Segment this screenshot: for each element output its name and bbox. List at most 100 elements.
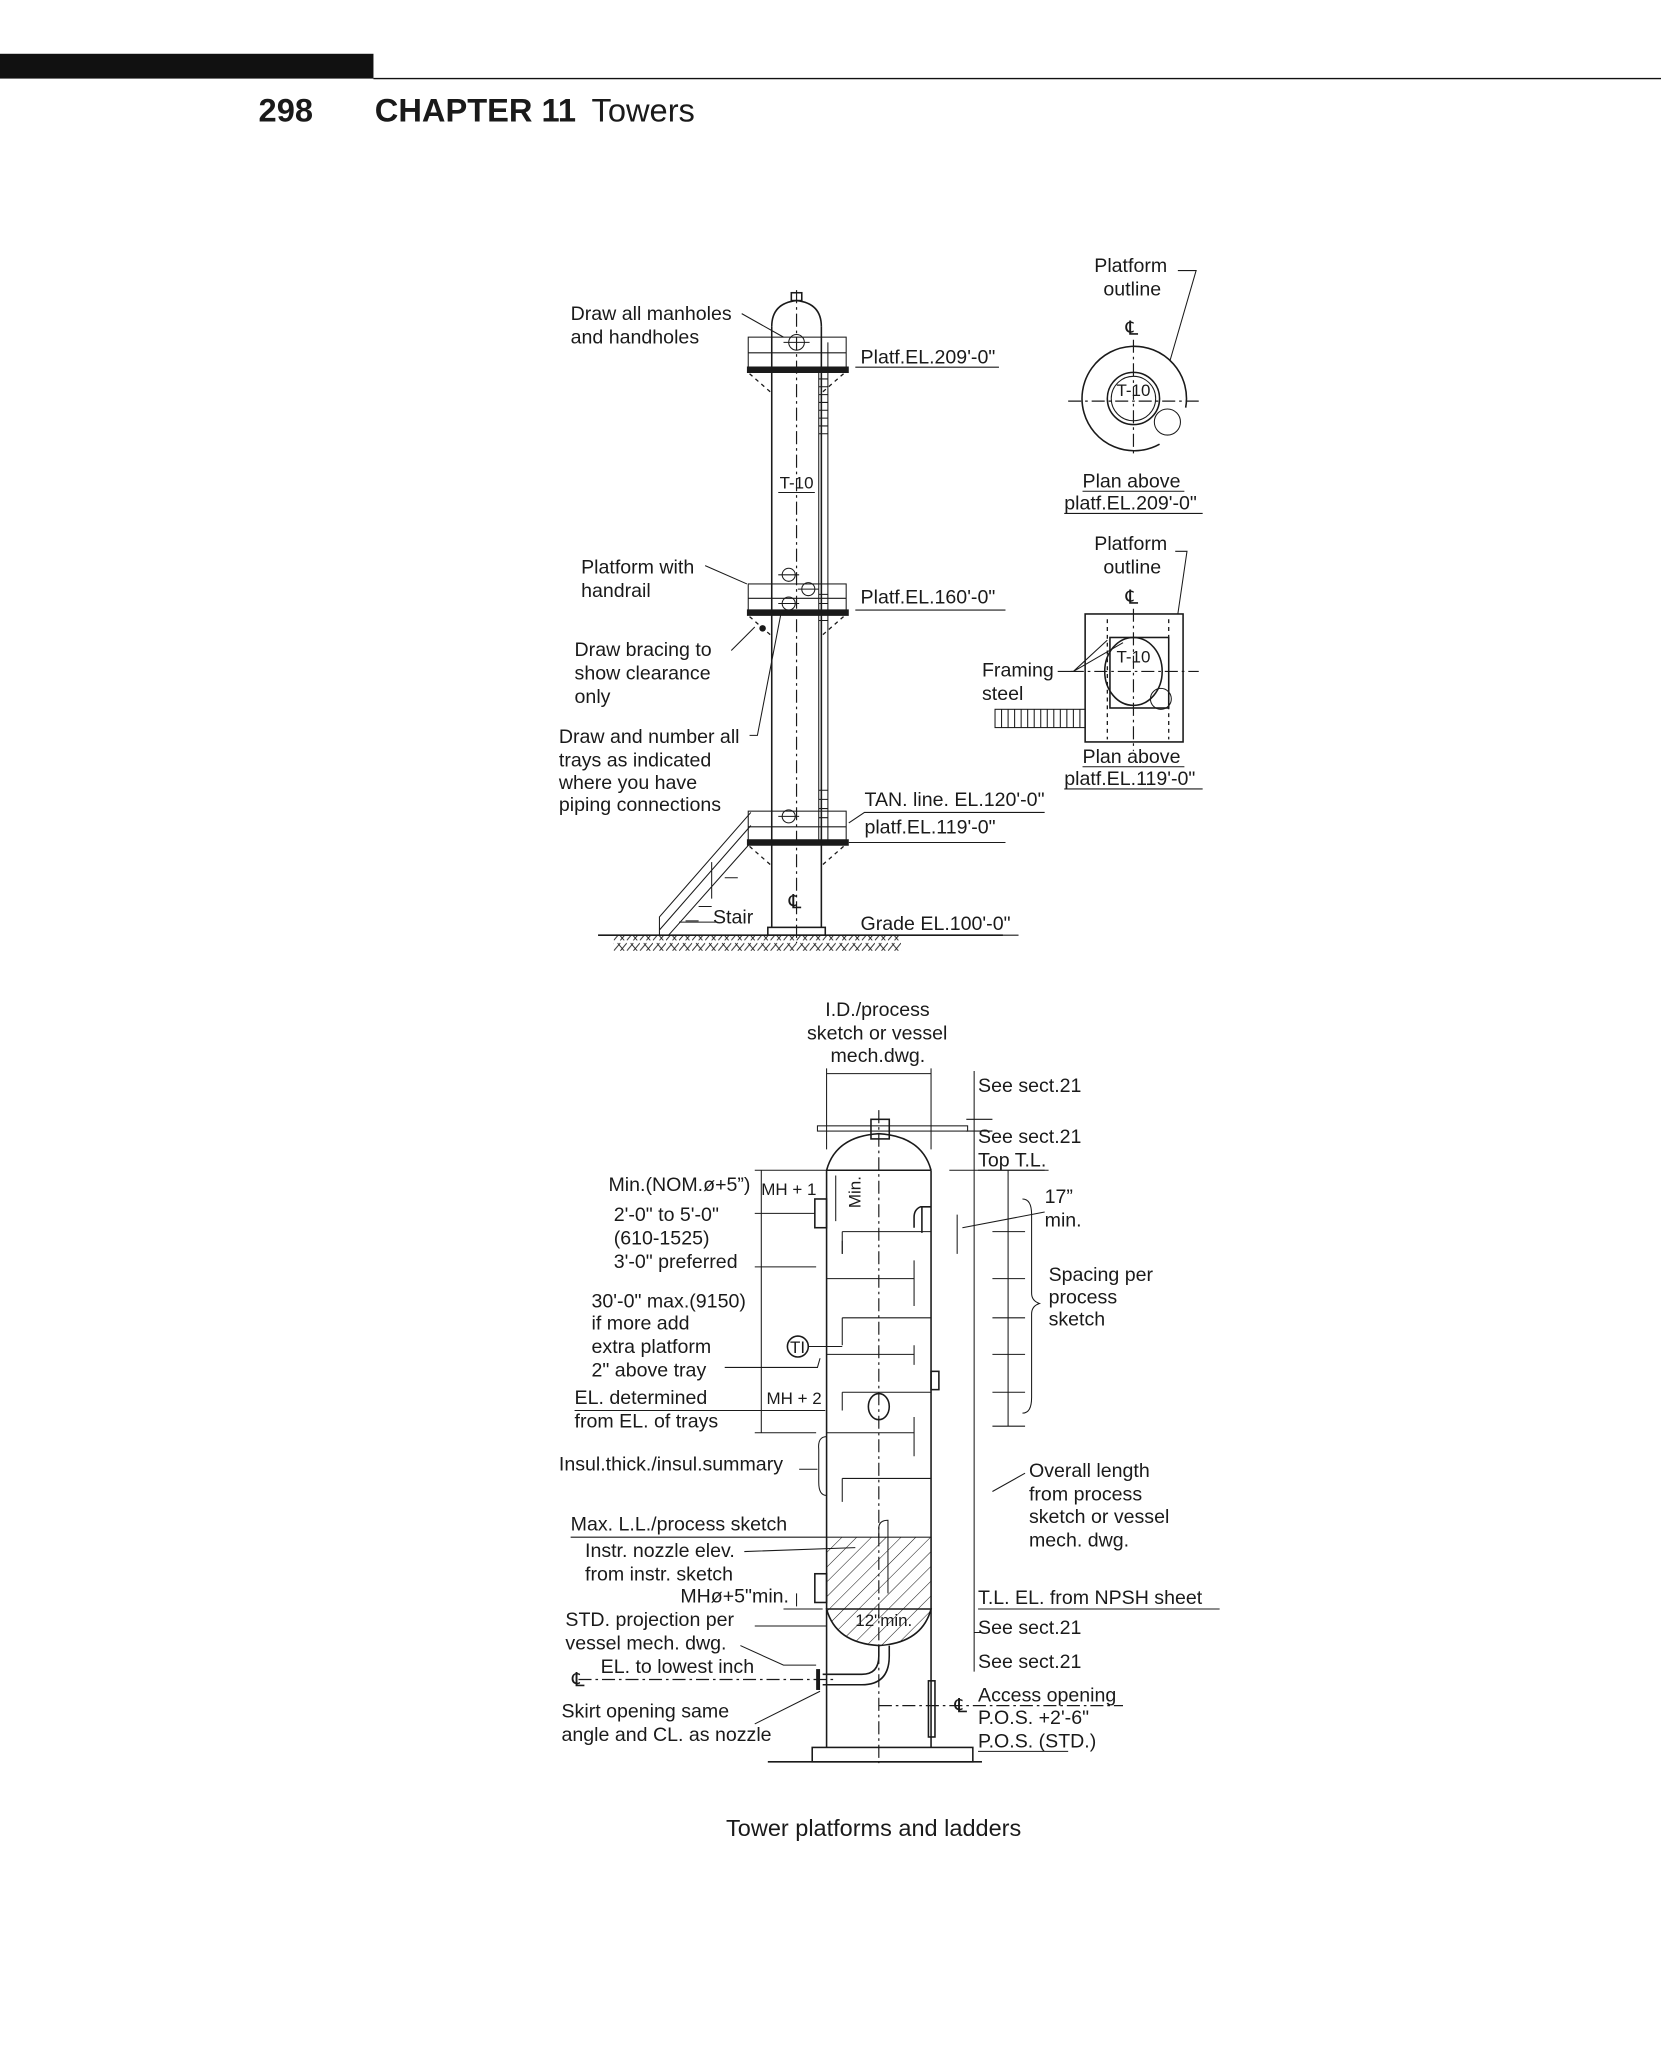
bracing-note-1: Draw bracing to — [575, 639, 712, 661]
outline-leader — [1169, 270, 1197, 361]
side-elbow — [913, 1206, 932, 1233]
ground-hatch — [613, 935, 902, 951]
internal-pipe — [878, 1519, 889, 1594]
access-opening — [927, 1680, 936, 1738]
mh1-label: MH + 1 — [761, 1180, 816, 1199]
max-note-2: if more add — [592, 1313, 690, 1335]
access-centerline-symbol: ℄ — [954, 1695, 968, 1717]
platform-outline-label-1: Platform — [1094, 533, 1167, 555]
insul-label: Insul.thick./insul.summary — [559, 1454, 783, 1476]
top-nozzle — [790, 291, 803, 302]
figure-caption: Tower platforms and ladders — [726, 1815, 1021, 1841]
see-sect-1: See sect.21 — [978, 1075, 1081, 1097]
overall-3: sketch or vessel — [1029, 1506, 1169, 1528]
grating-bars — [1001, 709, 1081, 728]
plan-above-119: Platform outline ℄ T-10 Framing steel Pl… — [982, 533, 1203, 790]
insulation — [818, 1436, 827, 1496]
platform-handrail-1: Platform with — [581, 556, 694, 578]
header-bar — [0, 53, 374, 79]
platform-outline-circle — [1081, 345, 1188, 452]
bracing-marker — [759, 625, 766, 632]
el-determined-1: EL. determined — [575, 1387, 708, 1409]
plan-top-centerline: ℄ — [1125, 318, 1139, 340]
platf-119-label: platf.EL.119'-0" — [864, 816, 995, 838]
max-note-4: 2" above tray — [592, 1360, 707, 1382]
framing-leader — [1057, 639, 1124, 672]
el-determined-2: from EL. of trays — [575, 1410, 719, 1432]
skirt-centerline-symbol: ℄ — [571, 1669, 585, 1691]
tower-elevation: Draw all manholes and handholes Platf.EL… — [558, 290, 1045, 951]
bracing-note-2: show clearance — [575, 662, 711, 684]
max-note-1: 30'-0" max.(9150) — [592, 1290, 746, 1312]
access-1: Access opening — [978, 1685, 1116, 1707]
instr-1: Instr. nozzle elev. — [585, 1540, 735, 1562]
platform-outline-label-1: Platform — [1094, 255, 1167, 277]
trays-note-1: Draw and number all — [559, 726, 740, 748]
see-sect-2: See sect.21 — [978, 1126, 1081, 1148]
mh-min-label: MHø+5"min. — [680, 1585, 789, 1607]
seventeen-1: 17” — [1045, 1186, 1073, 1208]
platf-160-label: Platf.EL.160'-0" — [861, 587, 996, 609]
range-1: 2'-0" to 5'-0" — [614, 1204, 719, 1226]
note-manholes-1: Draw all manholes — [571, 303, 732, 325]
plan-top-tag: T-10 — [1116, 381, 1150, 400]
range-3: 3'-0" preferred — [614, 1251, 738, 1273]
range-2: (610-1525) — [614, 1228, 710, 1250]
platform-handrail-2: handrail — [581, 580, 651, 602]
framing-label-1: Framing — [982, 660, 1054, 682]
platform-outline-square — [1084, 613, 1184, 743]
plan-top-caption-1: Plan above — [1083, 470, 1181, 492]
mh2-label: MH + 2 — [767, 1389, 822, 1408]
plan-bottom-caption-1: Plan above — [1083, 746, 1181, 768]
platf-209-label: Platf.EL.209'-0" — [861, 346, 996, 368]
platform-outline-label-2: outline — [1103, 556, 1161, 578]
overall-4: mech. dwg. — [1029, 1529, 1129, 1551]
grating — [994, 708, 1086, 729]
top-tl-label: Top T.L. — [978, 1149, 1046, 1171]
skirt-1: Skirt opening same — [562, 1700, 730, 1722]
plan-above-209: Platform outline ℄ T-10 Plan above platf… — [1064, 255, 1203, 515]
ladder-rungs — [818, 378, 828, 819]
outlet-pipe — [822, 1645, 891, 1686]
ladder-cage — [1153, 408, 1181, 436]
twelve-min-label: 12"min. — [855, 1611, 912, 1630]
chapter-title: Towers — [592, 92, 695, 129]
see-sect-3: See sect.21 — [978, 1617, 1081, 1639]
ti-label: TI — [790, 1338, 805, 1357]
trays-note-4: piping connections — [559, 794, 721, 816]
outline-leader — [1175, 550, 1188, 615]
instr-nozzle — [814, 1572, 828, 1604]
vessel-detail: I.D./process sketch or vessel mech.dwg. — [559, 999, 1220, 1764]
tl-npsh-label: T.L. EL. from NPSH sheet — [978, 1587, 1203, 1609]
top-nozzle — [870, 1118, 891, 1140]
overall-2: from process — [1029, 1484, 1142, 1506]
stair-label: Stair — [713, 906, 754, 928]
plan-top-caption-2: platf.EL.209'-0" — [1064, 493, 1197, 515]
platform-outline-label-2: outline — [1103, 278, 1161, 300]
spacing-3: sketch — [1049, 1309, 1106, 1331]
plan-bottom-caption-2: platf.EL.119'-0" — [1064, 768, 1195, 790]
chapter-label: CHAPTER 11 — [375, 92, 576, 129]
trays-note-2: trays as indicated — [559, 750, 711, 772]
mh2-manhole — [867, 1392, 891, 1421]
access-3: P.O.S. (STD.) — [978, 1730, 1096, 1752]
id-note-2: sketch or vessel — [807, 1023, 947, 1045]
page-number: 298 — [259, 92, 313, 129]
vessel-circle — [1106, 371, 1161, 426]
max-note-3: extra platform — [592, 1336, 712, 1358]
spacing-1: Spacing per — [1049, 1264, 1154, 1286]
id-note-1: I.D./process — [825, 999, 930, 1021]
seventeen-leader — [962, 1211, 1045, 1229]
bracing-note-3: only — [575, 686, 611, 708]
id-dimension — [826, 1068, 932, 1150]
stair — [658, 812, 752, 936]
seventeen-2: min. — [1045, 1209, 1082, 1231]
min-nom-label: Min.(NOM.ø+5”) — [609, 1174, 751, 1196]
tan-line-label: TAN. line. EL.120'-0" — [864, 789, 1044, 811]
max-ll-label: Max. L.L./process sketch — [571, 1514, 788, 1536]
bottom-head — [825, 1608, 933, 1647]
trays — [826, 1231, 932, 1502]
framing-label-2: steel — [982, 683, 1023, 705]
grade-label: Grade EL.100'-0" — [861, 913, 1011, 935]
